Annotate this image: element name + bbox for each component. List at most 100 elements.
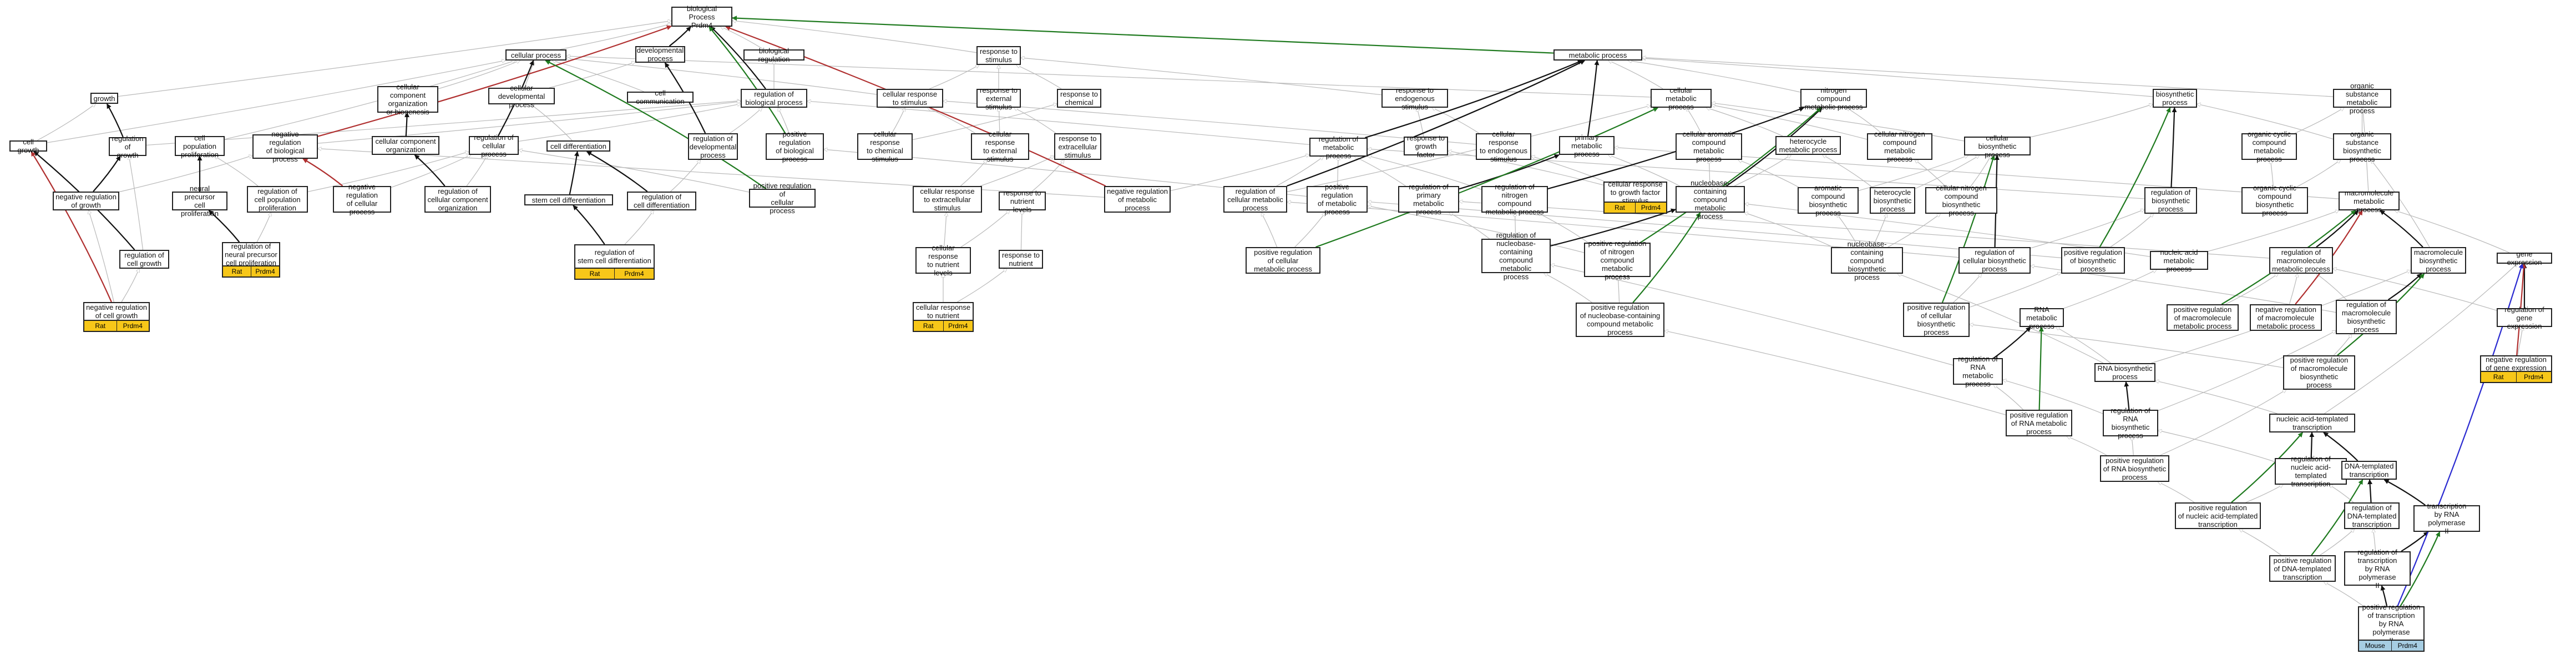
node-dp[interactable]: developmental process (635, 46, 685, 63)
node-nrmmp[interactable]: negative regulation of macromolecule met… (2250, 304, 2322, 331)
node-rtc[interactable]: response to chemical (1057, 89, 1101, 108)
node-rts[interactable]: response to stimulus (976, 46, 1021, 65)
node-rnatt[interactable]: regulation of nucleic acid-templated tra… (2275, 455, 2347, 488)
node-occbp[interactable]: organic cyclic compound biosynthetic pro… (2241, 184, 2308, 217)
node-prcmp[interactable]: positive regulation of cellular metaboli… (1246, 247, 1320, 274)
node-rtgf[interactable]: response to growth factor (1404, 134, 1448, 159)
node-biop[interactable]: biosynthetic process (2153, 89, 2197, 108)
node-nrog[interactable]: negative regulation of growth (53, 192, 119, 210)
node-nrocg[interactable]: negative regulation of cell growth (83, 302, 150, 321)
node-mbp[interactable]: macromolecule biosynthetic process (2411, 247, 2466, 274)
node-prnatt[interactable]: positive regulation of nucleic acid-temp… (2175, 502, 2261, 529)
node-rcco[interactable]: regulation of cellular component organiz… (424, 186, 491, 213)
node-npcp[interactable]: neural precursor cell proliferation (172, 184, 227, 218)
node-osbp[interactable]: organic substance biosynthetic process (2333, 130, 2391, 163)
node-ge[interactable]: gene expression (2497, 250, 2552, 266)
node-rrnamp[interactable]: regulation of RNA metabolic process (1953, 355, 2003, 388)
node-rscd[interactable]: regulation of stem cell differentiation (574, 244, 655, 269)
node-crtgf[interactable]: cellular response to growth factor stimu… (1603, 180, 1667, 205)
node-rrnabp[interactable]: regulation of RNA biosynthetic process (2103, 406, 2158, 440)
node-ocmp[interactable]: organic cyclic compound metabolic proces… (2241, 130, 2297, 163)
node-crtes2[interactable]: cellular response to endogenous stimulus (1476, 130, 1531, 163)
node-breg[interactable]: biological regulation (743, 47, 804, 63)
node-prmp[interactable]: positive regulation of metabolic process (1307, 183, 1368, 216)
node-rcp[interactable]: regulation of cellular process (469, 133, 519, 158)
node-hmp[interactable]: heterocycle metabolic process (1775, 136, 1841, 155)
node-cdp[interactable]: cellular developmental process (488, 84, 555, 109)
node-rmp[interactable]: regulation of metabolic process (1309, 135, 1368, 160)
node-rtnl[interactable]: response to nutrient levels (999, 189, 1046, 214)
node-prncmp[interactable]: positive regulation of nitrogen compound… (1584, 239, 1651, 281)
node-cg[interactable]: cell growth (9, 138, 47, 154)
node-hbp[interactable]: heterocycle biosynthetic process (1870, 187, 1915, 214)
node-ncmp[interactable]: nitrogen compound metabolic process (1800, 86, 1867, 111)
node-rtes2[interactable]: response to extracellular stimulus (1054, 133, 1101, 160)
node-nrge[interactable]: negative regulation of gene expression (2480, 355, 2552, 372)
node-rpmp[interactable]: regulation of primary metabolic process (1398, 183, 1459, 216)
node-prrnabp[interactable]: positive regulation of RNA biosynthetic … (2100, 455, 2169, 482)
node-osmp[interactable]: organic substance metabolic process (2333, 82, 2391, 115)
node-camp[interactable]: cellular aromatic compound metabolic pro… (1676, 130, 1742, 163)
node-acbp[interactable]: aromatic compound biosynthetic process (1798, 184, 1859, 217)
node-prtbrp[interactable]: positive regulation of transcription by … (2358, 603, 2425, 645)
node-nbcbp[interactable]: nucleobase-containing compound biosynthe… (1831, 240, 1903, 281)
node-rge[interactable]: regulation of gene expression (2497, 305, 2552, 330)
node-cp[interactable]: cellular process (505, 49, 566, 61)
node-rocg[interactable]: regulation of cell growth (119, 250, 169, 269)
node-cbp[interactable]: cellular biosynthetic process (1964, 134, 2031, 159)
node-rncmp[interactable]: regulation of nitrogen compound metaboli… (1481, 183, 1548, 216)
node-cncbp[interactable]: cellular nitrogen compound biosynthetic … (1925, 184, 1997, 217)
node-cmp[interactable]: cellular metabolic process (1651, 86, 1712, 111)
node-crcs[interactable]: cellular response to chemical stimulus (857, 130, 913, 163)
node-cncmp[interactable]: cellular nitrogen compound metabolic pro… (1867, 130, 1932, 163)
node-prcbp[interactable]: positive regulation of cellular biosynth… (1903, 303, 1970, 337)
node-prmbp[interactable]: positive regulation of macromolecule bio… (2283, 355, 2355, 390)
node-rdtt[interactable]: regulation of DNA-templated transcriptio… (2344, 502, 2400, 529)
node-rtens[interactable]: response to endogenous stimulus (1381, 86, 1448, 111)
node-cdiff[interactable]: cell differentiation (546, 140, 610, 152)
node-crtn[interactable]: cellular response to nutrient (913, 302, 974, 321)
node-rcmp[interactable]: regulation of cellular metabolic process (1223, 186, 1287, 213)
node-cpp[interactable]: cell population proliferation (175, 134, 225, 159)
node-rcpp[interactable]: regulation of cell population proliferat… (247, 186, 308, 213)
node-mp[interactable]: metabolic process (1553, 49, 1642, 61)
node-tbrp[interactable]: transcription by RNA polymerase II (2413, 502, 2480, 535)
node-rtbrp[interactable]: regulation of transcription by RNA polym… (2344, 548, 2411, 590)
node-prnbcmp[interactable]: positive regulation of nucleobase-contai… (1576, 303, 1664, 337)
node-rnbcmp[interactable]: regulation of nucleobase-containing comp… (1481, 231, 1551, 281)
node-rmbp[interactable]: regulation of macromolecule biosynthetic… (2336, 300, 2397, 334)
node-prmmp[interactable]: positive regulation of macromolecule met… (2167, 304, 2239, 331)
node-crtnl[interactable]: cellular response to nutrient levels (915, 244, 971, 277)
node-prbp[interactable]: positive regulation of biological proces… (766, 130, 824, 163)
node-rnamp[interactable]: RNA metabolic process (2020, 305, 2064, 330)
node-rtn[interactable]: response to nutrient (999, 250, 1043, 269)
node-ccob[interactable]: cellular component organization or bioge… (377, 83, 438, 116)
node-dtt[interactable]: DNA-templated transcription (2341, 461, 2397, 480)
node-natt[interactable]: nucleic acid-templated transcription (2269, 414, 2355, 432)
node-prdtt[interactable]: positive regulation of DNA-templated tra… (2269, 555, 2336, 582)
node-prrnamp[interactable]: positive regulation of RNA metabolic pro… (2006, 410, 2072, 436)
node-rdp[interactable]: regulation of developmental process (688, 133, 738, 160)
node-cco[interactable]: cellular component organization (372, 136, 439, 155)
node-rnpcp[interactable]: regulation of neural precursor cell prol… (222, 242, 280, 267)
node-rcbp[interactable]: regulation of cellular biosynthetic proc… (1958, 247, 2031, 274)
node-nrmp[interactable]: negative regulation of metabolic process (1104, 186, 1171, 213)
node-ccomm[interactable]: cell communication (627, 89, 694, 105)
node-nrbp[interactable]: negative regulation of biological proces… (252, 130, 318, 163)
node-crtes[interactable]: cellular response to external stimulus (971, 130, 1029, 163)
node-nrcp[interactable]: negative regulation of cellular process (333, 183, 391, 216)
node-prbiop[interactable]: positive regulation of biosynthetic proc… (2061, 247, 2125, 274)
node-crtes3[interactable]: cellular response to extracellular stimu… (913, 186, 982, 213)
node-pmp[interactable]: primary metabolic process (1559, 133, 1615, 158)
node-growth[interactable]: growth (90, 93, 118, 104)
node-scd[interactable]: stem cell differentiation (524, 194, 613, 205)
node-bp[interactable]: biological Process Prdm4 (671, 4, 732, 29)
node-nbcmp[interactable]: nucleobase-containing compound metabolic… (1676, 179, 1745, 220)
node-rbiop[interactable]: regulation of biosynthetic process (2144, 187, 2197, 214)
node-rtes[interactable]: response to external stimulus (976, 86, 1021, 111)
node-namp[interactable]: nucleic acid metabolic process (2150, 248, 2208, 273)
node-rnabp[interactable]: RNA biosynthetic process (2094, 363, 2155, 382)
node-macmp[interactable]: macromolecule metabolic process (2339, 189, 2400, 214)
node-crs[interactable]: cellular response to stimulus (877, 89, 943, 108)
node-rbp[interactable]: regulation of biological process (741, 89, 807, 108)
